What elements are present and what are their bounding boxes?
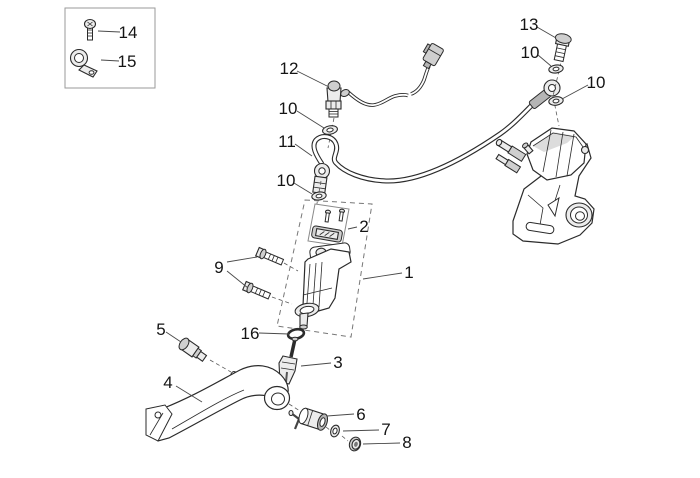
hose-clamp-drawing [69, 48, 98, 78]
callout-1: 1 [404, 263, 413, 282]
mounting-bolt-drawing [254, 246, 285, 266]
callout-16: 16 [241, 324, 260, 343]
callout-6: 6 [356, 405, 365, 424]
brake-hose-drawing [311, 79, 561, 195]
sealing-washer-drawing [311, 191, 327, 201]
callout-7: 7 [381, 420, 390, 439]
reservoir-cap-kit-drawing [307, 203, 350, 247]
stop-light-switch-drawing [325, 43, 444, 118]
master-cylinder-drawing [294, 242, 352, 330]
sealing-washer-drawing [548, 64, 564, 74]
callout-10d: 10 [587, 73, 606, 92]
wire-connector-drawing [422, 43, 444, 70]
callout-12: 12 [280, 59, 299, 78]
bushing-drawing [288, 407, 329, 431]
callout-10c: 10 [521, 43, 540, 62]
callout-15: 15 [118, 52, 137, 71]
callout-11: 11 [278, 132, 296, 151]
callout-14: 14 [119, 23, 138, 42]
callout-labels: 14 15 12 10 11 10 13 10 10 2 1 9 16 5 4 … [118, 15, 606, 452]
inset-box [64, 7, 156, 89]
callout-3: 3 [333, 353, 342, 372]
clamp-screw-drawing [83, 18, 97, 41]
callout-10a: 10 [279, 99, 298, 118]
caliper-slide-pins [495, 138, 527, 174]
callout-9: 9 [214, 258, 223, 277]
master-cylinder-kit-outline [276, 199, 373, 338]
callout-13: 13 [520, 15, 539, 34]
flange-nut-drawing [348, 436, 362, 452]
callout-4: 4 [163, 373, 172, 392]
sealing-washer-drawing [548, 96, 564, 106]
callout-5: 5 [156, 320, 165, 339]
callout-10b: 10 [277, 171, 296, 190]
callout-8: 8 [402, 433, 411, 452]
callout-2: 2 [359, 217, 368, 236]
sealing-washer-drawing [322, 125, 338, 135]
leader-lines [97, 26, 589, 445]
washer-drawing [330, 424, 340, 438]
banjo-bolt-drawing [553, 33, 572, 63]
brake-pedal-drawing [145, 365, 291, 442]
pivot-pin-drawing [178, 337, 208, 362]
rear-brake-caliper-drawing [495, 127, 595, 245]
